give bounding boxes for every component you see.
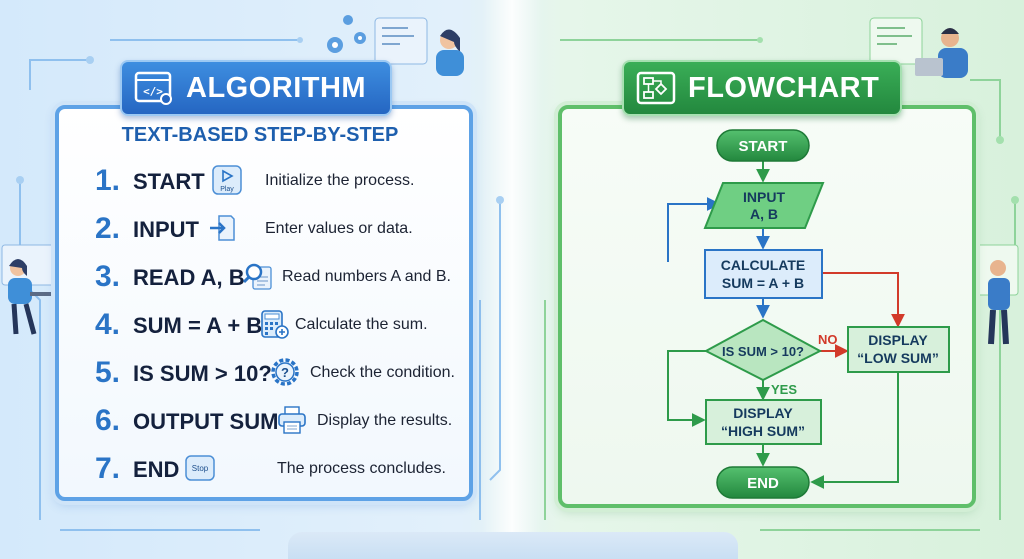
- node-input: INPUT A, B: [703, 182, 825, 229]
- step-number: 7.: [95, 452, 121, 485]
- step-label: IS SUM > 10?: [133, 361, 272, 386]
- algorithm-banner: </> ALGORITHM: [120, 60, 392, 116]
- node-display-high: DISPLAY “HIGH SUM”: [705, 399, 822, 445]
- svg-text:</>: </>: [143, 85, 163, 98]
- arrow-calc-to-low: [822, 272, 905, 328]
- calc-label-line1: CALCULATE: [721, 257, 806, 273]
- step-label: SUM = A + B: [133, 313, 263, 338]
- node-calculate: CALCULATE SUM = A + B: [704, 249, 823, 299]
- flowchart-title: FLOWCHART: [688, 71, 880, 104]
- play-icon-text: Play: [220, 186, 234, 193]
- step-number: 3.: [95, 260, 121, 293]
- decision-label: IS SUM > 10?: [722, 344, 804, 359]
- step-number: 6.: [95, 404, 121, 437]
- flowchart-banner: FLOWCHART: [622, 60, 902, 116]
- node-display-low: DISPLAY “LOW SUM”: [847, 326, 950, 373]
- step-label: END: [133, 457, 180, 482]
- step-number: 4.: [95, 308, 121, 341]
- arrow-decision-to-high: [667, 350, 708, 427]
- input-label-line1: INPUT: [743, 189, 785, 205]
- algorithm-subtitle: TEXT-BASED STEP-BY-STEP: [121, 124, 399, 146]
- low-label-line2: “LOW SUM”: [857, 350, 939, 366]
- magnifier-document-icon: [243, 263, 272, 290]
- step-number: 5.: [95, 356, 121, 389]
- high-label-line2: “HIGH SUM”: [721, 423, 805, 439]
- end-label: END: [747, 475, 779, 492]
- step-description: Initialize the process.: [265, 172, 415, 189]
- stop-icon-text: Stop: [192, 464, 209, 473]
- play-icon: Play: [212, 165, 242, 195]
- high-label-line1: DISPLAY: [733, 405, 793, 421]
- node-decision: IS SUM > 10?: [703, 318, 823, 382]
- arrow-low-to-end: [810, 373, 899, 489]
- step-description: The process concludes.: [277, 460, 446, 477]
- flow-connectors: [667, 161, 905, 489]
- calc-label-line2: SUM = A + B: [722, 275, 804, 291]
- step-label: OUTPUT SUM: [133, 409, 279, 434]
- calculator-icon: [261, 310, 289, 339]
- node-end: END: [716, 466, 810, 499]
- input-label-line2: A, B: [750, 206, 778, 222]
- arrow-loop-to-input: [667, 197, 721, 262]
- bottom-bar: [288, 532, 738, 559]
- step-label: START: [133, 169, 205, 194]
- step-label: READ A, B: [133, 265, 245, 290]
- step-description: Display the results.: [317, 412, 453, 429]
- input-arrow-icon: [210, 215, 235, 241]
- start-label: START: [739, 138, 788, 155]
- yes-branch-label: YES: [771, 382, 797, 397]
- no-branch-label: NO: [818, 332, 838, 347]
- algorithm-title: ALGORITHM: [186, 71, 367, 104]
- step-label: INPUT: [133, 217, 199, 242]
- step-number: 2.: [95, 212, 121, 245]
- printer-icon: [278, 406, 306, 434]
- step-description: Calculate the sum.: [295, 316, 428, 333]
- algorithm-panel: [55, 105, 473, 501]
- stop-icon: Stop: [185, 455, 215, 481]
- step-description: Enter values or data.: [265, 220, 413, 237]
- svg-text:?: ?: [281, 365, 289, 380]
- flowchart-icon: [636, 71, 676, 105]
- step-description: Check the condition.: [310, 364, 455, 381]
- gear-question-icon: ?: [271, 358, 299, 386]
- code-window-icon: </>: [134, 71, 172, 105]
- low-label-line1: DISPLAY: [868, 332, 928, 348]
- step-description: Read numbers A and B.: [282, 268, 451, 285]
- step-number: 1.: [95, 164, 121, 197]
- node-start: START: [716, 129, 810, 162]
